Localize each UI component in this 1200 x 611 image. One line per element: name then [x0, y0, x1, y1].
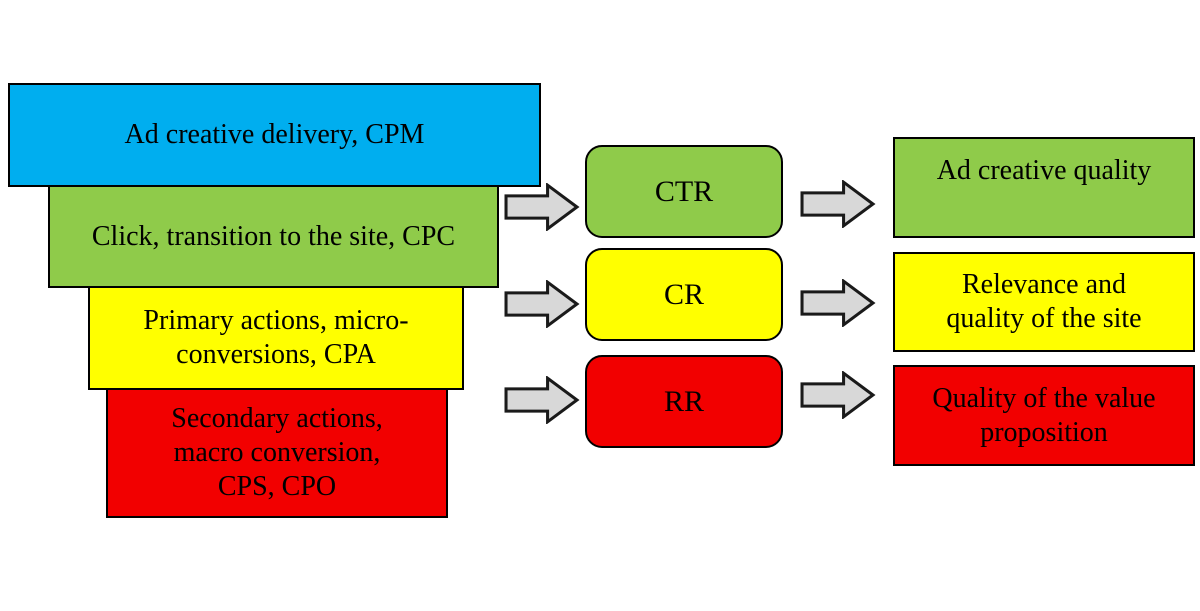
arrow-right-shape: [504, 183, 580, 231]
funnel-stage-impressions-label: Ad creative delivery, CPM: [124, 119, 425, 150]
funnel-stage-clicks-label: Click, transition to the site, CPC: [91, 220, 456, 252]
metric-ctr-label: CTR: [654, 174, 714, 208]
outcome-box-value-proposition: Quality of the value proposition: [893, 365, 1195, 466]
arrow-right-icon: [504, 183, 580, 231]
funnel-stage-clicks: Click, transition to the site, CPC: [48, 185, 499, 288]
outcome-ad-creative-quality-label: Ad creative quality: [936, 155, 1152, 186]
arrow-right-icon: [800, 371, 876, 419]
arrow-right-shape: [800, 180, 876, 228]
arrow-right-icon: [504, 280, 580, 328]
metric-box-ctr: CTR: [585, 145, 783, 238]
arrow-right-icon: [800, 180, 876, 228]
metric-box-cr: CR: [585, 248, 783, 341]
arrow-right-shape: [504, 280, 580, 328]
arrow-right-icon: [800, 279, 876, 327]
funnel-stage-macro-conversions-label: Secondary actions, macro conversion, CPS…: [171, 403, 383, 502]
metric-cr-label: CR: [663, 277, 705, 311]
outcome-box-site-relevance: Relevance and quality of the site: [893, 252, 1195, 352]
outcome-box-ad-creative-quality: Ad creative quality: [893, 137, 1195, 238]
funnel-stage-impressions: Ad creative delivery, CPM: [8, 83, 541, 187]
funnel-stage-micro-conversions-label: Primary actions, micro- conversions, CPA: [143, 305, 409, 370]
arrow-right-icon: [504, 376, 580, 424]
metric-rr-label: RR: [663, 384, 705, 418]
metric-box-rr: RR: [585, 355, 783, 448]
outcome-value-proposition-label: Quality of the value proposition: [932, 382, 1156, 448]
outcome-site-relevance-label: Relevance and quality of the site: [946, 269, 1142, 334]
arrow-right-shape: [504, 376, 580, 424]
arrow-right-shape: [800, 371, 876, 419]
arrow-right-shape: [800, 279, 876, 327]
funnel-stage-macro-conversions: Secondary actions, macro conversion, CPS…: [106, 388, 448, 518]
funnel-stage-micro-conversions: Primary actions, micro- conversions, CPA: [88, 286, 464, 390]
